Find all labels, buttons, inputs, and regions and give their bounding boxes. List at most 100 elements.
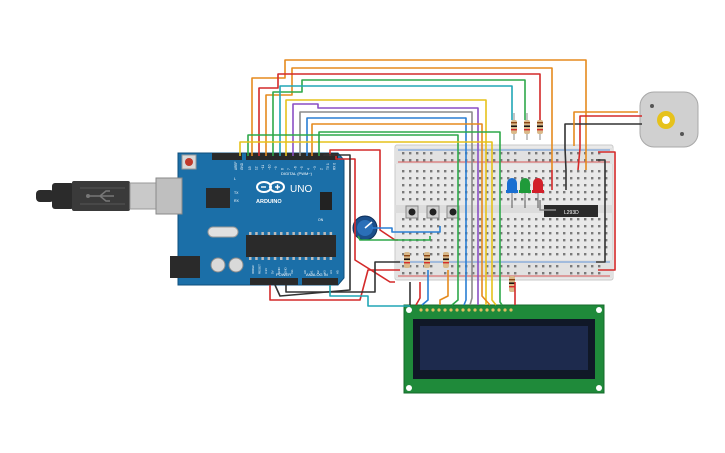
- digital-header-left[interactable]: [212, 153, 242, 160]
- led-resistor: [524, 113, 530, 140]
- wire: [299, 111, 473, 306]
- power-pin-label: 3.3V: [264, 268, 268, 274]
- analog-header[interactable]: [302, 278, 338, 285]
- usb-cable: [36, 181, 157, 211]
- gnd-label: GND: [240, 162, 244, 170]
- analog-pin-label: A5: [336, 270, 340, 274]
- digital-pin-label: ~5: [300, 166, 304, 170]
- wire: [265, 67, 553, 170]
- leds: [404, 113, 544, 292]
- analog-pin-label: A3: [323, 270, 327, 274]
- push-buttons[interactable]: [405, 205, 460, 219]
- power-pin-label: IOREF: [251, 265, 255, 274]
- digital-label: DIGITAL (PWM~): [281, 171, 313, 176]
- power-pin-label: Vin: [290, 269, 294, 274]
- power-pin-label: 5V: [271, 270, 275, 274]
- analog-pin-label: A1: [310, 270, 314, 274]
- wire: [274, 154, 351, 297]
- digital-pin-label: 4: [307, 168, 311, 170]
- crystal: [207, 226, 239, 238]
- capacitor-2: [228, 257, 244, 273]
- resistor: [443, 252, 449, 268]
- push-button-1[interactable]: [405, 205, 419, 219]
- wire: [598, 151, 616, 271]
- red-led: [532, 178, 544, 200]
- wire: [577, 115, 642, 171]
- analog-pin-label: A0: [303, 270, 307, 274]
- usb-socket: [155, 177, 183, 215]
- digital-pin-label: RX 0: [333, 163, 337, 170]
- analog-label: ANALOG IN: [306, 272, 328, 277]
- digital-header[interactable]: [246, 153, 338, 160]
- digital-pin-label: 8: [281, 168, 285, 170]
- wire: [564, 123, 642, 171]
- digital-pin-label: ~9: [274, 166, 278, 170]
- wire: [415, 282, 421, 306]
- analog-pin-label: A2: [316, 270, 320, 274]
- tx-label: TX: [234, 191, 239, 195]
- wire: [439, 270, 449, 305]
- wire: [372, 226, 441, 233]
- digital-pin-label: 13: [248, 166, 252, 170]
- wire: [335, 156, 395, 283]
- resistor: [404, 252, 410, 268]
- digital-pin-label: ~3: [313, 166, 317, 170]
- dc-motor: [639, 91, 699, 148]
- wire: [251, 59, 587, 170]
- wire: [357, 235, 431, 241]
- l293d-label: L293D: [564, 210, 579, 216]
- wire: [596, 159, 606, 263]
- push-button-2[interactable]: [426, 205, 440, 219]
- l-label: L: [234, 177, 236, 181]
- power-pin-label: GND: [277, 267, 281, 275]
- digital-pin-label: 12: [255, 166, 259, 170]
- resistor: [424, 252, 430, 268]
- power-jack: [170, 256, 200, 278]
- reset-button-cap: [185, 158, 193, 166]
- digital-pin-label: 2: [320, 168, 324, 170]
- wire: [306, 117, 467, 306]
- power-pin-label: RESET: [258, 264, 262, 274]
- digital-pin-label: ~11: [261, 165, 265, 170]
- arduino-logo-icon: [256, 181, 285, 193]
- digital-pin-label: ~6: [294, 166, 298, 170]
- wire: [269, 269, 400, 301]
- arduino-board[interactable]: ARDUINO UNO DIGITAL (PWM~) POWER ANALOG …: [155, 152, 345, 286]
- wire: [285, 261, 400, 293]
- power-header[interactable]: [250, 278, 298, 285]
- l293d-chip: L293D: [544, 205, 598, 217]
- resistor: [509, 276, 515, 292]
- wire: [421, 270, 429, 306]
- blue-led: [506, 178, 518, 200]
- rx-label: RX: [234, 199, 240, 203]
- usb-chip: [206, 188, 230, 208]
- atmega-chip: [246, 235, 336, 257]
- wire: [329, 285, 410, 307]
- push-button-3[interactable]: [446, 205, 460, 219]
- wire: [539, 200, 556, 211]
- wire: [258, 73, 541, 156]
- icsp-header: [320, 192, 332, 210]
- led-resistor: [511, 113, 517, 140]
- power-label: POWER: [276, 272, 291, 277]
- green-led: [519, 178, 531, 200]
- wire: [292, 103, 479, 305]
- digital-pin-label: 7: [287, 168, 291, 170]
- capacitor-1: [210, 257, 226, 273]
- on-label: ON: [318, 218, 324, 222]
- wire: [318, 131, 503, 306]
- wire: [239, 141, 497, 306]
- wire: [279, 85, 513, 156]
- lcd-pins: [419, 308, 513, 312]
- analog-pin-label: A4: [329, 270, 333, 274]
- usb-icon: [86, 190, 114, 202]
- breadboard[interactable]: [394, 144, 614, 281]
- lcd-module: [403, 304, 605, 394]
- digital-pin-label: ~10: [268, 164, 272, 170]
- digital-pin-label: TX 1: [326, 163, 330, 170]
- power-pin-label: GND: [284, 267, 288, 275]
